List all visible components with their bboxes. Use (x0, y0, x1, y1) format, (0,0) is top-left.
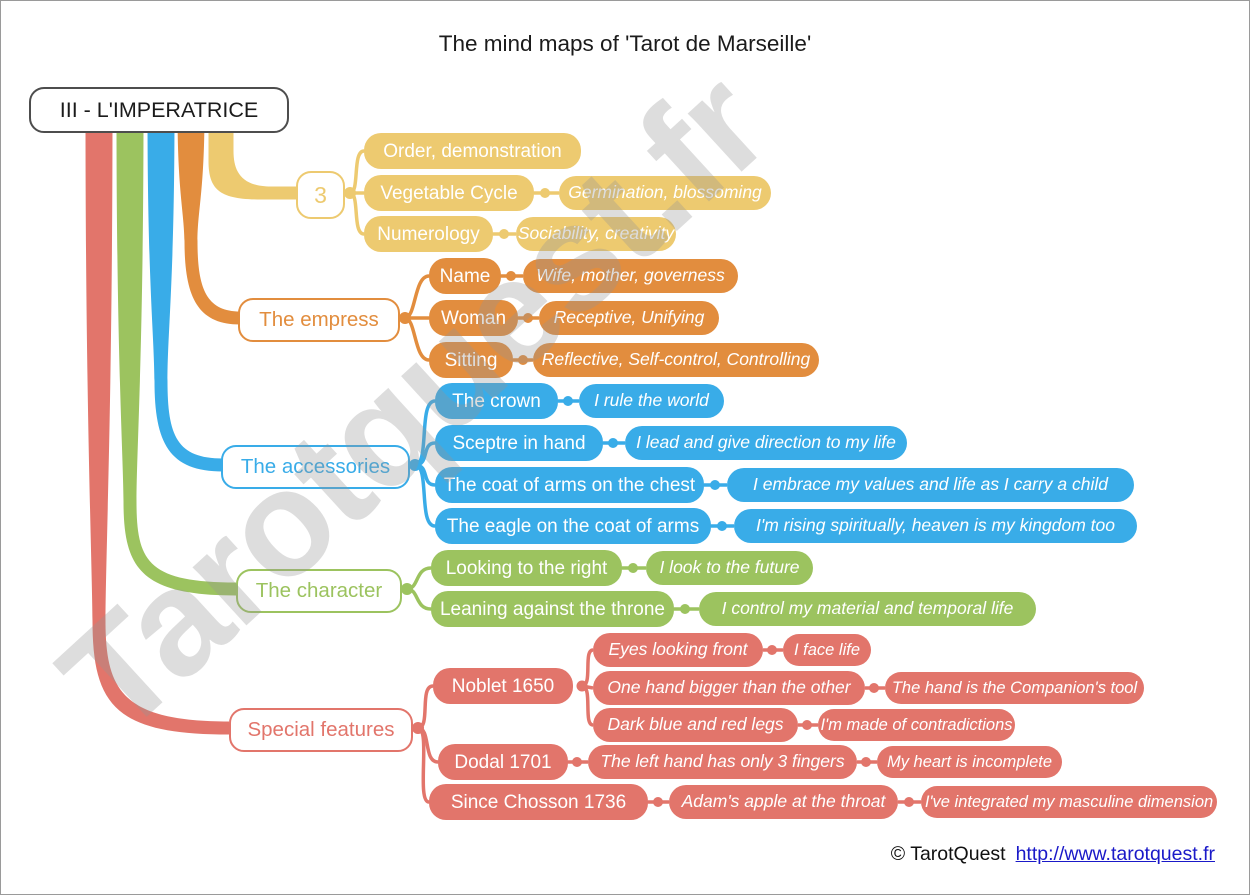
note-sceptre: I lead and give direction to my life (625, 426, 907, 460)
copyright-text: © TarotQuest (890, 843, 1006, 865)
topic-numerology: Numerology (364, 216, 493, 252)
footer-link[interactable]: http://www.tarotquest.fr (1015, 843, 1215, 865)
note-eyes-looking-front: I face life (783, 634, 871, 666)
note-left-hand-3-fingers: My heart is incomplete (877, 746, 1062, 778)
topic-order-demonstration: Order, demonstration (364, 133, 581, 169)
connectors-accessories (409, 396, 734, 531)
trunk-three (208, 111, 297, 200)
connectors-character (401, 563, 699, 614)
footer: © TarotQuest http://www.tarotquest.fr (891, 843, 1215, 866)
note-dark-blue-red-legs: I'm made of contradictions (818, 709, 1015, 741)
note-one-hand-bigger: The hand is the Companion's tool (885, 672, 1144, 704)
root-node: III - L'IMPERATRICE (29, 87, 289, 133)
topic-crown: The crown (435, 383, 558, 419)
topic-coat-of-arms: The coat of arms on the chest (435, 467, 704, 503)
branch-node-character: The character (236, 569, 402, 613)
note-coat-of-arms: I embrace my values and life as I carry … (727, 468, 1134, 502)
topic-one-hand-bigger: One hand bigger than the other (593, 671, 865, 705)
branch-node-three: 3 (296, 171, 345, 219)
branch-node-special-features: Special features (229, 708, 413, 752)
note-adams-apple: I've integrated my masculine dimension (921, 786, 1217, 818)
topic-since-chosson-1736: Since Chosson 1736 (429, 784, 648, 820)
topic-noblet-1650: Noblet 1650 (433, 668, 573, 704)
note-leaning-throne: I control my material and temporal life (699, 592, 1036, 626)
topic-name: Name (429, 258, 501, 294)
topic-dark-blue-red-legs: Dark blue and red legs (593, 708, 798, 742)
topic-sitting: Sitting (429, 342, 513, 378)
note-looking-right: I look to the future (646, 551, 813, 585)
note-sitting: Reflective, Self-control, Controlling (533, 343, 819, 377)
note-name: Wife, mother, governess (523, 259, 738, 293)
topic-dodal-1701: Dodal 1701 (438, 744, 568, 780)
topic-leaning-throne: Leaning against the throne (431, 591, 674, 627)
trunk-empress (177, 111, 240, 325)
topic-adams-apple: Adam's apple at the throat (669, 785, 898, 819)
topic-left-hand-3-fingers: The left hand has only 3 fingers (588, 745, 857, 779)
branch-node-accessories: The accessories (221, 445, 410, 489)
page-title: The mind maps of 'Tarot de Marseille' (438, 31, 812, 56)
topic-woman: Woman (429, 300, 518, 336)
connectors-empress (399, 271, 539, 365)
note-numerology: Sociability, creativity (516, 217, 676, 251)
connectors-three (344, 149, 559, 239)
note-crown: I rule the world (579, 384, 724, 418)
branch-trunks (85, 111, 297, 735)
topic-eyes-looking-front: Eyes looking front (593, 633, 763, 667)
trunk-accessories (147, 111, 223, 472)
branch-node-empress: The empress (238, 298, 400, 342)
note-woman: Receptive, Unifying (539, 301, 719, 335)
topic-vegetable-cycle: Vegetable Cycle (364, 175, 534, 211)
note-vegetable-cycle: Germination, blossoming (559, 176, 771, 210)
trunk-character (116, 111, 236, 596)
trunk-special-features (85, 111, 229, 735)
topic-eagle: The eagle on the coat of arms (435, 508, 711, 544)
topic-sceptre: Sceptre in hand (435, 425, 603, 461)
note-eagle: I'm rising spiritually, heaven is my kin… (734, 509, 1137, 543)
topic-looking-right: Looking to the right (431, 550, 622, 586)
connectors-special-features (412, 645, 921, 807)
